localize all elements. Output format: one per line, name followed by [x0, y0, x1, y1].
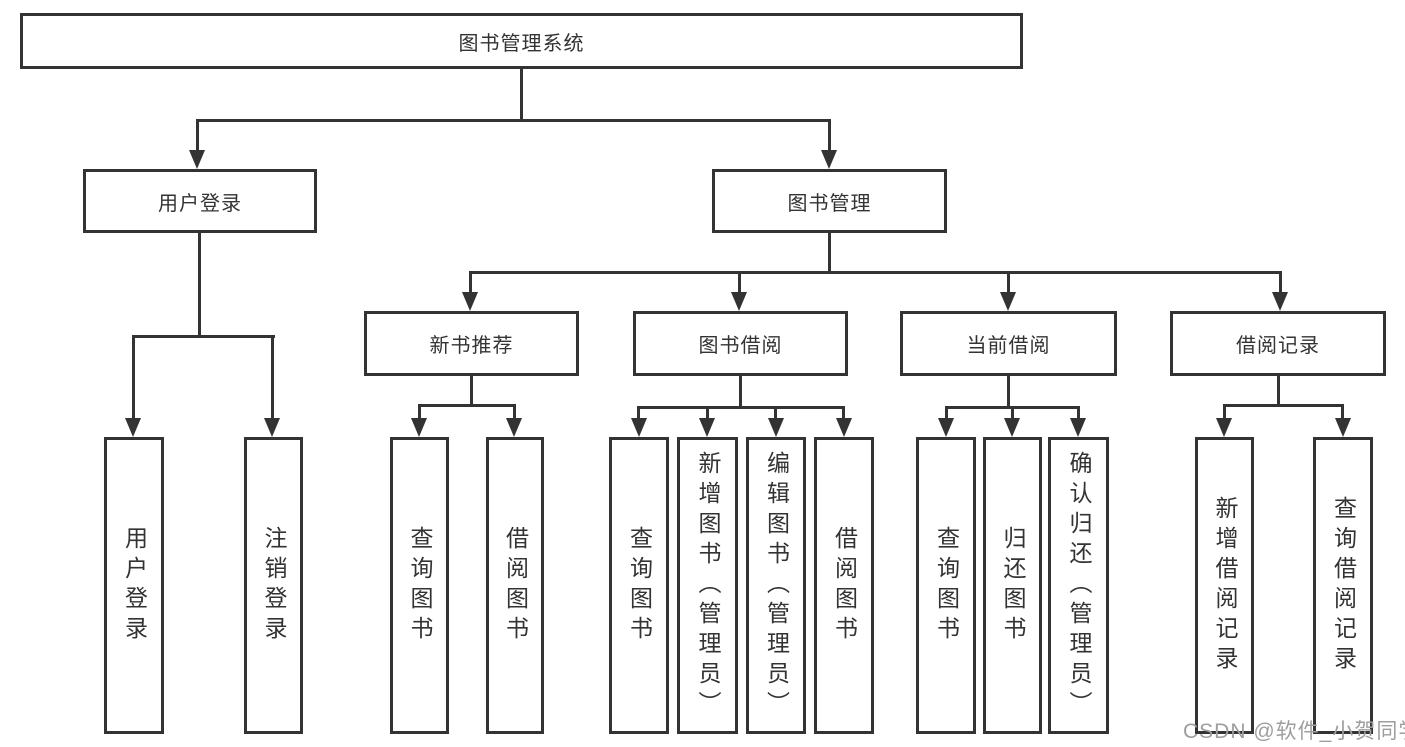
edge-line — [1011, 406, 1014, 420]
edge-line — [774, 406, 777, 420]
edge-line — [637, 406, 845, 409]
arrowhead-down-icon — [189, 150, 205, 169]
edge-line — [828, 233, 831, 274]
node-current-borrowing: 当前借阅 — [900, 311, 1117, 376]
leaf-return-books: 归还图书 — [983, 437, 1042, 734]
edge-line — [1277, 376, 1280, 406]
leaf-query-borrow-record: 查询借阅记录 — [1313, 437, 1373, 734]
edge-line — [945, 406, 948, 420]
edge-line — [738, 271, 741, 294]
edge-line — [196, 119, 831, 122]
edge-line — [739, 376, 742, 408]
edge-line — [132, 335, 135, 420]
leaf-borrow-books: 借阅图书 — [814, 437, 874, 734]
arrowhead-down-icon — [768, 418, 784, 437]
edge-line — [706, 406, 709, 420]
edge-line — [1341, 404, 1344, 420]
leaf-borrow-books-recommend: 借阅图书 — [486, 437, 544, 734]
watermark: CSDN @软件_小贺同学 — [1183, 720, 1405, 743]
leaf-confirm-return-admin: 确认归还（管理员） — [1048, 437, 1109, 734]
node-library-management-system: 图书管理系统 — [20, 13, 1023, 69]
edge-line — [1223, 404, 1226, 420]
arrowhead-down-icon — [821, 150, 837, 169]
arrowhead-down-icon — [1216, 418, 1232, 437]
edge-line — [1007, 271, 1010, 294]
leaf-logout: 注销登录 — [244, 437, 303, 734]
arrowhead-down-icon — [1000, 292, 1016, 311]
edge-line — [469, 271, 1282, 274]
edge-line — [1223, 404, 1344, 407]
arrowhead-down-icon — [1272, 292, 1288, 311]
edge-line — [132, 335, 275, 338]
edge-line — [842, 406, 845, 420]
leaf-edit-books-admin: 编辑图书（管理员） — [746, 437, 806, 734]
edge-line — [520, 66, 523, 121]
edge-line — [828, 119, 831, 153]
arrowhead-down-icon — [631, 418, 647, 437]
arrowhead-down-icon — [1004, 418, 1020, 437]
leaf-user-login: 用户登录 — [104, 437, 164, 734]
arrowhead-down-icon — [938, 418, 954, 437]
arrowhead-down-icon — [264, 418, 280, 437]
leaf-query-books-borrow: 查询图书 — [609, 437, 669, 734]
edge-line — [1007, 376, 1010, 408]
edge-line — [470, 376, 473, 406]
arrowhead-down-icon — [699, 418, 715, 437]
leaf-add-borrow-record: 新增借阅记录 — [1195, 437, 1254, 734]
arrowhead-down-icon — [411, 418, 427, 437]
edge-line — [1279, 271, 1282, 294]
arrowhead-down-icon — [836, 418, 852, 437]
arrowhead-down-icon — [731, 292, 747, 311]
arrowhead-down-icon — [1070, 418, 1086, 437]
node-book-borrowing: 图书借阅 — [633, 311, 848, 376]
edge-line — [418, 404, 421, 420]
node-new-book-recommend: 新书推荐 — [364, 311, 579, 376]
edge-line — [418, 404, 516, 407]
arrowhead-down-icon — [125, 418, 141, 437]
leaf-query-books-recommend: 查询图书 — [390, 437, 449, 734]
edge-line — [469, 271, 472, 294]
edge-line — [513, 404, 516, 420]
arrowhead-down-icon — [462, 292, 478, 311]
leaf-query-books-current: 查询图书 — [916, 437, 976, 734]
edge-line — [637, 406, 640, 420]
arrowhead-down-icon — [506, 418, 522, 437]
edge-line — [196, 119, 199, 153]
leaf-add-books-admin: 新增图书（管理员） — [677, 437, 738, 734]
edge-line — [271, 335, 274, 420]
node-user-login: 用户登录 — [83, 169, 317, 233]
edge-line — [198, 233, 201, 337]
node-book-management: 图书管理 — [712, 169, 947, 233]
node-borrowing-records: 借阅记录 — [1170, 311, 1386, 376]
edge-line — [1077, 406, 1080, 420]
arrowhead-down-icon — [1335, 418, 1351, 437]
